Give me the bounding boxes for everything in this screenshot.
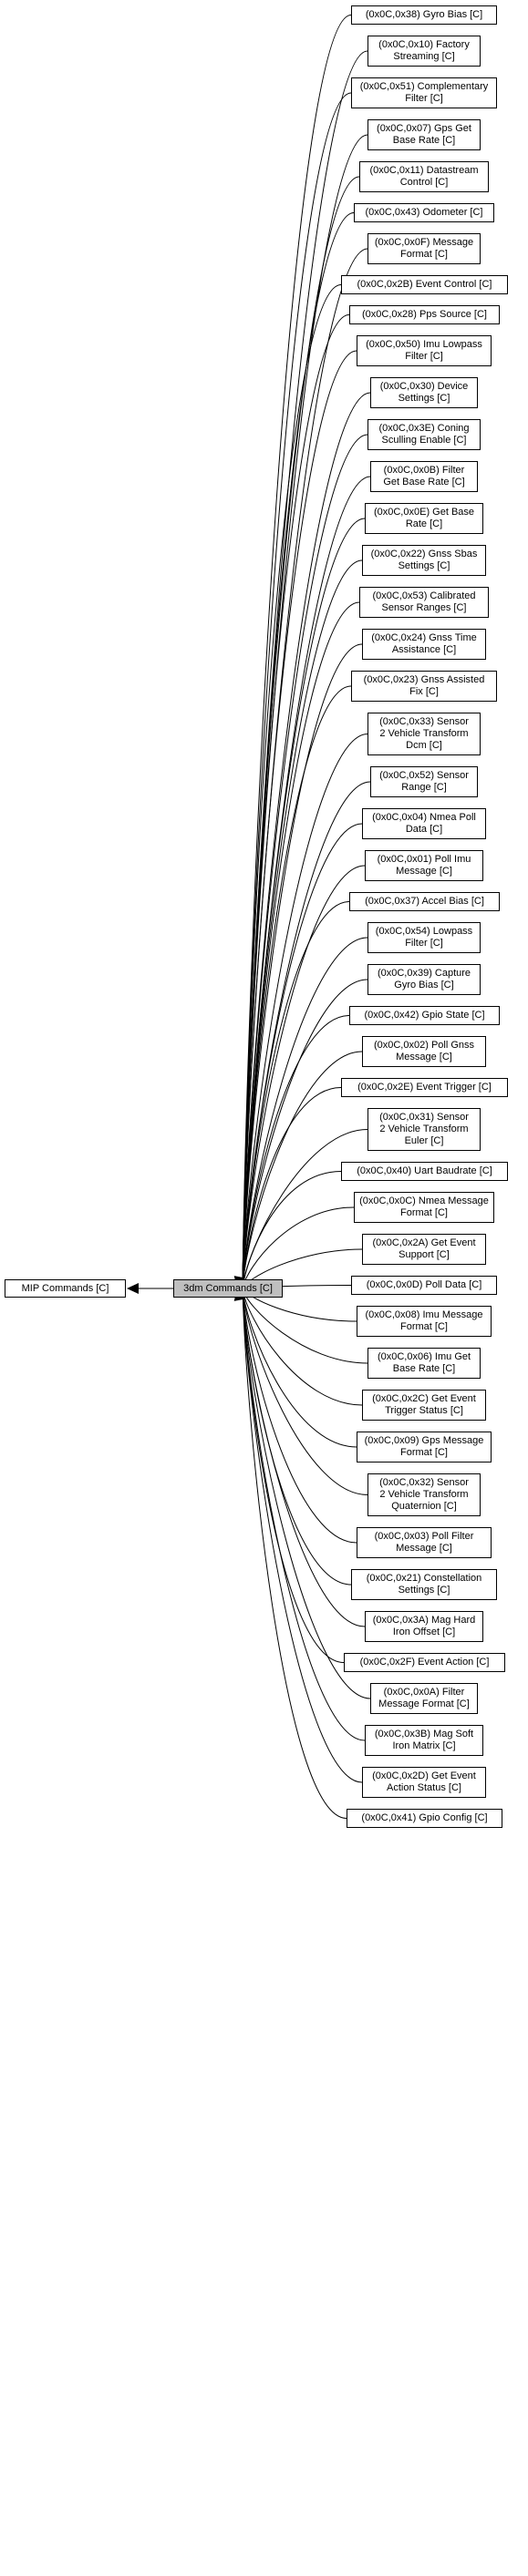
child-node[interactable]: (0x0C,0x3E) Coning Sculling Enable [C] <box>368 419 481 450</box>
child-node[interactable]: (0x0C,0x08) Imu Message Format [C] <box>357 1306 492 1337</box>
node-mip-commands[interactable]: MIP Commands [C] <box>5 1279 126 1298</box>
edge-child-37 <box>242 1288 368 1495</box>
edge-child-42 <box>242 1288 371 1699</box>
edge-child-30 <box>242 1206 355 1289</box>
child-node[interactable]: (0x0C,0x01) Poll Imu Message [C] <box>365 850 483 881</box>
edge-child-25 <box>242 1015 350 1289</box>
edge-child-16 <box>242 643 363 1289</box>
child-node[interactable]: (0x0C,0x51) Complementary Filter [C] <box>351 77 497 108</box>
edge-child-18 <box>242 734 368 1289</box>
child-node[interactable]: (0x0C,0x02) Poll Gnss Message [C] <box>362 1036 486 1067</box>
child-node[interactable]: (0x0C,0x0A) Filter Message Format [C] <box>370 1683 478 1714</box>
child-node[interactable]: (0x0C,0x3A) Mag Hard Iron Offset [C] <box>365 1611 483 1642</box>
edge-child-43 <box>242 1288 366 1741</box>
child-node[interactable]: (0x0C,0x53) Calibrated Sensor Ranges [C] <box>359 587 489 618</box>
child-node[interactable]: (0x0C,0x21) Constellation Settings [C] <box>351 1569 497 1600</box>
child-node[interactable]: (0x0C,0x2B) Event Control [C] <box>341 275 508 294</box>
edge-child-36 <box>242 1288 357 1448</box>
edge-child-40 <box>242 1288 366 1627</box>
edge-child-1 <box>242 50 368 1289</box>
edge-child-28 <box>242 1129 368 1289</box>
node-3dm-commands[interactable]: 3dm Commands [C] <box>173 1279 283 1298</box>
child-node[interactable]: (0x0C,0x31) Sensor 2 Vehicle Transform E… <box>368 1108 481 1151</box>
edge-child-8 <box>242 314 350 1289</box>
child-node[interactable]: (0x0C,0x22) Gnss Sbas Settings [C] <box>362 545 486 576</box>
child-node[interactable]: (0x0C,0x04) Nmea Poll Data [C] <box>362 808 486 839</box>
child-node[interactable]: (0x0C,0x2D) Get Event Action Status [C] <box>362 1767 486 1798</box>
child-node[interactable]: (0x0C,0x24) Gnss Time Assistance [C] <box>362 629 486 660</box>
child-node[interactable]: (0x0C,0x0F) Message Format [C] <box>368 233 481 264</box>
child-node[interactable]: (0x0C,0x40) Uart Baudrate [C] <box>341 1162 508 1181</box>
edge-child-22 <box>242 901 350 1289</box>
child-node[interactable]: (0x0C,0x32) Sensor 2 Vehicle Transform Q… <box>368 1473 481 1516</box>
child-node[interactable]: (0x0C,0x43) Odometer [C] <box>354 203 494 222</box>
child-node[interactable]: (0x0C,0x37) Accel Bias [C] <box>349 892 500 911</box>
edge-child-9 <box>242 350 357 1289</box>
child-node[interactable]: (0x0C,0x0E) Get Base Rate [C] <box>365 503 483 534</box>
child-node[interactable]: (0x0C,0x42) Gpio State [C] <box>349 1006 500 1025</box>
edge-child-44 <box>242 1288 363 1783</box>
child-node[interactable]: (0x0C,0x30) Device Settings [C] <box>370 377 478 408</box>
edge-child-27 <box>242 1087 342 1289</box>
child-node[interactable]: (0x0C,0x0C) Nmea Message Format [C] <box>354 1192 494 1223</box>
child-node[interactable]: (0x0C,0x54) Lowpass Filter [C] <box>368 922 481 953</box>
child-node[interactable]: (0x0C,0x50) Imu Lowpass Filter [C] <box>357 335 492 366</box>
edge-child-45 <box>242 1288 347 1819</box>
arrowhead-to-parent <box>127 1283 139 1294</box>
child-node[interactable]: (0x0C,0x0D) Poll Data [C] <box>351 1276 497 1295</box>
edge-child-7 <box>242 284 342 1289</box>
child-node[interactable]: (0x0C,0x09) Gps Message Format [C] <box>357 1432 492 1462</box>
child-node[interactable]: (0x0C,0x03) Poll Filter Message [C] <box>357 1527 492 1558</box>
child-node[interactable]: (0x0C,0x0B) Filter Get Base Rate [C] <box>370 461 478 492</box>
edges <box>127 15 371 1819</box>
edge-child-29 <box>242 1171 342 1289</box>
child-node[interactable]: (0x0C,0x2C) Get Event Trigger Status [C] <box>362 1390 486 1421</box>
child-node[interactable]: (0x0C,0x38) Gyro Bias [C] <box>351 5 497 25</box>
child-node[interactable]: (0x0C,0x28) Pps Source [C] <box>349 305 500 324</box>
edge-child-38 <box>242 1288 357 1544</box>
edge-child-35 <box>242 1288 363 1406</box>
child-node[interactable]: (0x0C,0x11) Datastream Control [C] <box>359 161 489 192</box>
child-node[interactable]: (0x0C,0x10) Factory Streaming [C] <box>368 36 481 67</box>
edge-child-15 <box>242 601 360 1289</box>
child-node[interactable]: (0x0C,0x41) Gpio Config [C] <box>347 1809 502 1828</box>
child-node[interactable]: (0x0C,0x39) Capture Gyro Bias [C] <box>368 964 481 995</box>
child-node[interactable]: (0x0C,0x07) Gps Get Base Rate [C] <box>368 119 481 150</box>
child-node[interactable]: (0x0C,0x23) Gnss Assisted Fix [C] <box>351 671 497 702</box>
child-node[interactable]: (0x0C,0x2E) Event Trigger [C] <box>341 1078 508 1097</box>
child-node[interactable]: (0x0C,0x2F) Event Action [C] <box>344 1653 505 1672</box>
child-node[interactable]: (0x0C,0x33) Sensor 2 Vehicle Transform D… <box>368 713 481 755</box>
child-node[interactable]: (0x0C,0x3B) Mag Soft Iron Matrix [C] <box>365 1725 483 1756</box>
edge-child-17 <box>242 685 352 1289</box>
child-node[interactable]: (0x0C,0x06) Imu Get Base Rate [C] <box>368 1348 481 1379</box>
child-node[interactable]: (0x0C,0x2A) Get Event Support [C] <box>362 1234 486 1265</box>
child-node[interactable]: (0x0C,0x52) Sensor Range [C] <box>370 766 478 797</box>
